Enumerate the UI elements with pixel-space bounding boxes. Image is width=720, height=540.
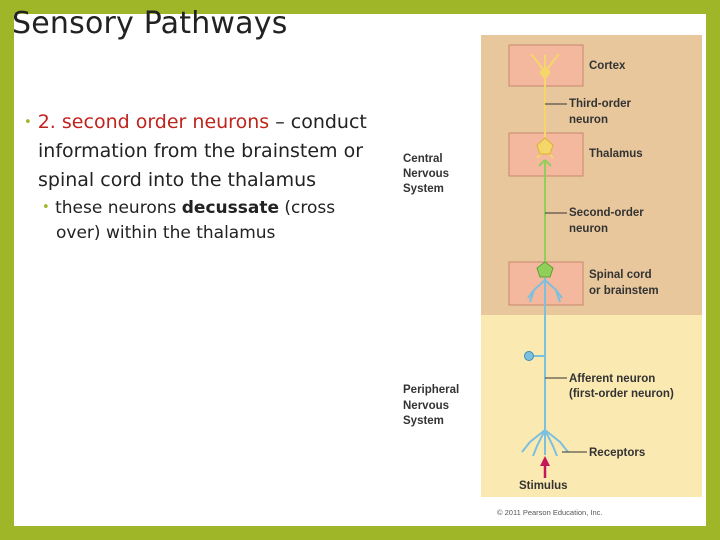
first-order-neuron <box>521 278 569 457</box>
spinal-label-1: Spinal cord <box>589 269 652 281</box>
stimulus-label: Stimulus <box>519 480 568 492</box>
cns-label-3: System <box>403 183 444 195</box>
bullet-number: 2. <box>37 111 56 133</box>
bullet-decussate: • these neurons decussate (cross over) w… <box>42 195 384 246</box>
copyright-text: © 2011 Pearson Education, Inc. <box>497 508 602 517</box>
cortex-soma <box>539 66 551 80</box>
receptors-label: Receptors <box>589 447 645 459</box>
cortex-label: Cortex <box>589 60 626 72</box>
cns-label-1: Central <box>403 153 443 165</box>
third-order-label-2: neuron <box>569 114 608 126</box>
second-order-neuron <box>538 159 552 262</box>
bullet-text: conduct information from the brainstem o… <box>38 111 367 191</box>
spinal-soma <box>536 261 554 278</box>
pns-label-2: Nervous <box>403 400 449 412</box>
pns-label-3: System <box>403 415 444 427</box>
bullet-dash: – <box>269 111 285 133</box>
sub-bullet-bold: decussate <box>181 198 280 218</box>
slide-title: Sensory Pathways <box>12 6 288 41</box>
sub-bullet-prefix: these neurons <box>55 198 182 218</box>
second-order-label-1: Second-order <box>569 207 644 219</box>
thalamus-label: Thalamus <box>589 148 643 160</box>
third-order-label-1: Third-order <box>569 98 631 110</box>
thalamus-soma <box>536 137 554 155</box>
pns-region <box>481 315 702 497</box>
afferent-label-1: Afferent neuron <box>569 373 655 385</box>
afferent-soma <box>524 351 534 361</box>
sub-bullet-suffix: (cross over) within the thalamus <box>56 198 336 243</box>
bullet-highlight: second order neurons <box>61 111 270 133</box>
slide-body: • 2. second order neurons – conduct info… <box>24 108 384 246</box>
spinal-label-2: or brainstem <box>589 285 659 297</box>
sub-bullet-marker: • <box>42 200 50 215</box>
bullet-marker: • <box>24 115 32 130</box>
second-order-label-2: neuron <box>569 223 608 235</box>
stimulus-arrowhead <box>540 456 550 466</box>
leader-lines <box>545 103 587 453</box>
cns-label-2: Nervous <box>403 168 449 180</box>
bullet-second-order: • 2. second order neurons – conduct info… <box>24 108 384 195</box>
pns-label-1: Peripheral <box>403 384 459 396</box>
afferent-label-2: (first-order neuron) <box>569 388 674 400</box>
